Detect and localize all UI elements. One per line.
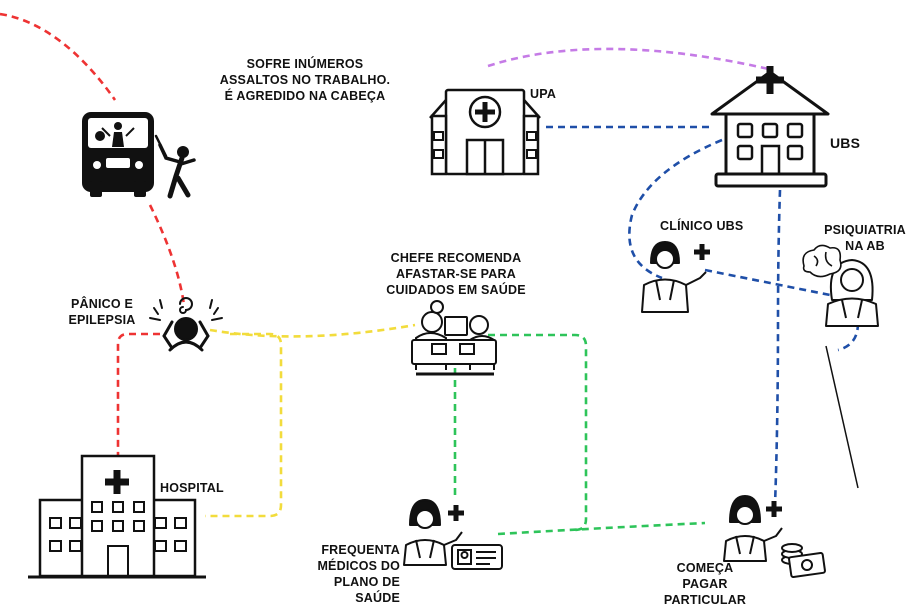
yellow-path-panic-to-boss	[209, 323, 416, 338]
green-path-plano-to-particular	[497, 521, 706, 536]
brain-icon	[802, 244, 842, 278]
ubs-label: UBS	[830, 135, 861, 151]
blue-path-ubs-to-clinico	[628, 138, 723, 280]
hospital-icon	[28, 454, 206, 579]
blue-path-psiq-return	[837, 322, 860, 352]
particular-label: COMEÇA PAGAR PARTICULAR	[663, 561, 747, 607]
assault-label: SOFRE INÚMEROS ASSALTOS NO TRABALHO. É A…	[219, 57, 391, 103]
panic-head-icon	[149, 297, 223, 352]
private-doctor-icon	[723, 495, 783, 562]
red-path-panic-to-hospital	[116, 332, 160, 455]
plan-doctor-icon	[403, 499, 464, 566]
blue-path-ubs-to-particular	[773, 189, 782, 506]
upa-label: UPA	[530, 87, 557, 101]
robber-icon	[154, 134, 196, 199]
red-path-bus-to-panic	[148, 204, 186, 306]
hospital-label: HOSPITAL	[160, 481, 224, 495]
purple-path-upa-to-ubs	[487, 47, 774, 72]
clinico-label: CLÍNICO UBS	[660, 219, 744, 233]
boss-label: CHEFE RECOMENDA AFASTAR-SE PARA CUIDADOS…	[386, 251, 526, 297]
yellow-path-to-hospital	[205, 332, 283, 518]
clinician-doctor-icon	[641, 241, 710, 313]
red-path-top	[0, 12, 117, 101]
needle-line	[825, 345, 859, 489]
panic-label: PÂNICO E EPILEPSIA	[68, 297, 136, 327]
psiq-label: PSIQUIATRIA NA AB	[824, 223, 906, 253]
meeting-icon	[411, 300, 497, 376]
upa-icon	[429, 88, 541, 176]
money-icon	[781, 543, 826, 579]
bus-icon	[82, 112, 154, 197]
green-path-boss-loop	[488, 333, 588, 532]
ubs-icon	[710, 66, 830, 188]
psychiatrist-icon	[825, 259, 879, 327]
blue-path-clinico-to-psiq	[704, 268, 831, 297]
plano-label: FREQUENTA MÉDICOS DO PLANO DE SAÚDE	[317, 543, 400, 605]
id-card-icon	[451, 544, 503, 570]
